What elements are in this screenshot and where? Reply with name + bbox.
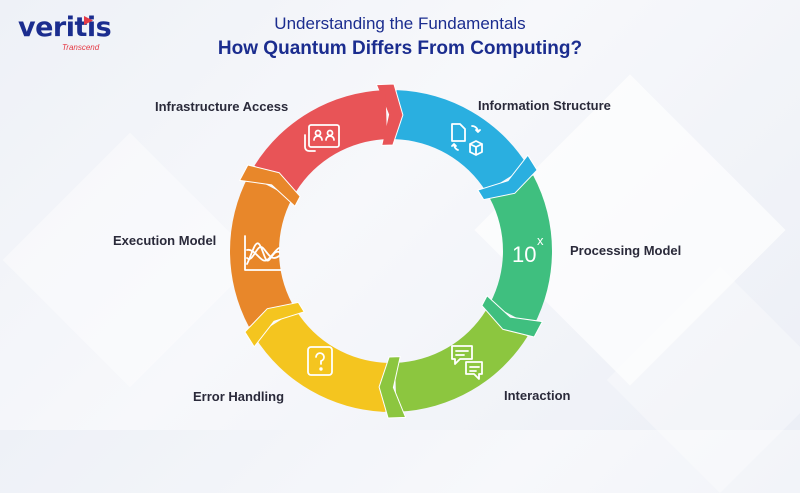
logo-tagline: Transcend (62, 43, 100, 52)
users-network-icon (304, 124, 340, 152)
label-infrastructure-access: Infrastructure Access (155, 99, 289, 114)
segment-connector-chevron (238, 164, 301, 208)
power-exponent-text: x (537, 233, 544, 248)
page-title: How Quantum Differs From Computing? (217, 38, 583, 59)
cycle-wheel: 10 x (230, 83, 552, 419)
label-execution-model: Execution Model (113, 233, 217, 248)
logo-wordmark: veritis (18, 12, 112, 43)
waveform-chart-icon (244, 235, 282, 271)
segment-connector-chevron (477, 154, 538, 201)
question-icon (307, 346, 333, 376)
label-information-structure: Information Structure (478, 98, 611, 113)
segment-processing-model (489, 175, 552, 327)
segment-connector-chevron (481, 294, 544, 338)
label-interaction: Interaction (504, 388, 571, 403)
subtitle: Understanding the Fundamentals (274, 14, 526, 33)
chat-bubbles-icon (451, 345, 483, 380)
power-base-text: 10 (512, 242, 536, 267)
label-error-handling: Error Handling (193, 389, 285, 404)
files-sync-icon (451, 123, 483, 156)
segment-connector-chevron (244, 301, 305, 348)
label-processing-model: Processing Model (570, 243, 682, 258)
veritis-logo[interactable]: veritis Transcend (18, 12, 112, 53)
logo-mark-icon (84, 16, 93, 25)
segment-connector-chevron (378, 356, 407, 419)
segment-interaction (394, 310, 528, 412)
segment-infrastructure-access (254, 90, 388, 192)
segment-execution-model (230, 175, 293, 327)
power-ten-icon: 10 x (512, 233, 544, 267)
